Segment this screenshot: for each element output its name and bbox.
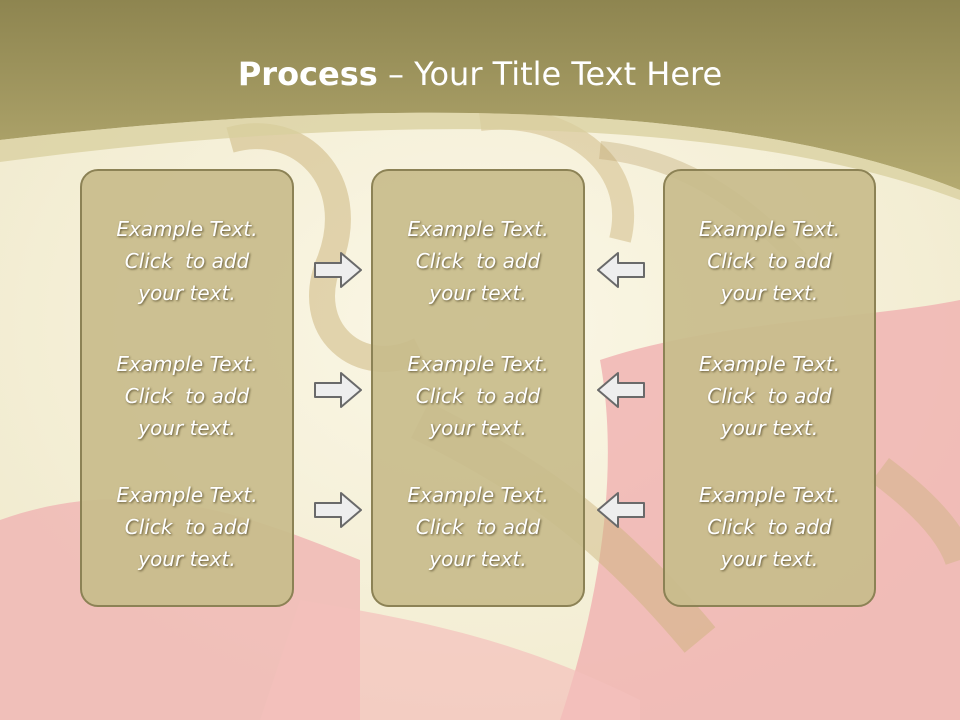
text-placeholder[interactable]: Example Text. Click to add your text.: [373, 213, 583, 309]
right-text-panel[interactable]: Example Text. Click to add your text. Ex…: [663, 169, 876, 607]
text-placeholder[interactable]: Example Text. Click to add your text.: [82, 348, 292, 444]
text-line: your text.: [138, 281, 236, 305]
text-line: Example Text.: [698, 217, 841, 241]
text-line: Click to add: [415, 249, 541, 273]
title-rest: – Your Title Text Here: [377, 55, 723, 93]
text-line: Example Text.: [407, 483, 549, 507]
text-line: Example Text.: [407, 217, 549, 241]
text-line: Example Text.: [698, 352, 841, 376]
text-line: Example Text.: [116, 483, 258, 507]
text-line: Click to add: [124, 384, 250, 408]
text-line: Click to add: [415, 384, 541, 408]
text-line: Click to add: [124, 249, 250, 273]
text-line: your text.: [429, 547, 527, 571]
text-line: your text.: [429, 416, 527, 440]
text-placeholder[interactable]: Example Text. Click to add your text.: [82, 479, 292, 575]
text-line: Example Text.: [698, 483, 841, 507]
title-bold: Process: [237, 55, 378, 93]
text-placeholder[interactable]: Example Text. Click to add your text.: [665, 479, 874, 575]
slide-title[interactable]: Process – Your Title Text Here: [0, 50, 960, 98]
text-line: Example Text.: [407, 352, 549, 376]
left-arrow-icon[interactable]: [596, 251, 646, 289]
left-text-panel[interactable]: Example Text. Click to add your text. Ex…: [80, 169, 294, 607]
text-line: Example Text.: [116, 217, 258, 241]
text-line: your text.: [429, 281, 527, 305]
text-line: Click to add: [707, 249, 832, 273]
text-line: your text.: [720, 416, 819, 440]
text-line: Click to add: [124, 515, 250, 539]
text-placeholder[interactable]: Example Text. Click to add your text.: [373, 348, 583, 444]
text-placeholder[interactable]: Example Text. Click to add your text.: [665, 213, 874, 309]
middle-text-panel[interactable]: Example Text. Click to add your text. Ex…: [371, 169, 585, 607]
right-arrow-icon[interactable]: [313, 251, 363, 289]
text-placeholder[interactable]: Example Text. Click to add your text.: [665, 348, 874, 444]
text-line: Example Text.: [116, 352, 258, 376]
right-arrow-icon[interactable]: [313, 491, 363, 529]
text-placeholder[interactable]: Example Text. Click to add your text.: [373, 479, 583, 575]
text-line: your text.: [138, 416, 236, 440]
text-line: your text.: [720, 281, 819, 305]
text-line: your text.: [720, 547, 819, 571]
text-line: Click to add: [707, 515, 832, 539]
left-arrow-icon[interactable]: [596, 491, 646, 529]
right-arrow-icon[interactable]: [313, 371, 363, 409]
text-line: Click to add: [707, 384, 832, 408]
text-placeholder[interactable]: Example Text. Click to add your text.: [82, 213, 292, 309]
text-line: your text.: [138, 547, 236, 571]
left-arrow-icon[interactable]: [596, 371, 646, 409]
text-line: Click to add: [415, 515, 541, 539]
